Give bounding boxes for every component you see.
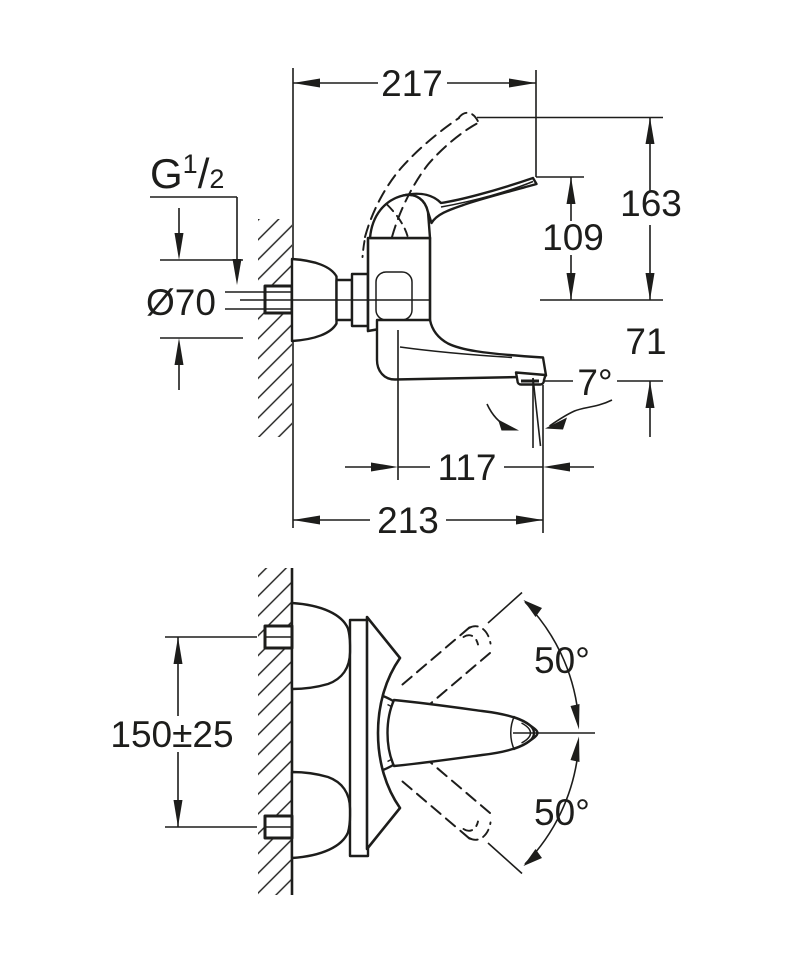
dim-label-thread: G1/2 bbox=[150, 149, 224, 197]
dim-217: 217 bbox=[293, 63, 537, 177]
wall-plan bbox=[258, 568, 294, 895]
dim-label-217: 217 bbox=[381, 63, 443, 104]
plan-view: 50° 50° 150±25 bbox=[110, 568, 595, 895]
swivel-dimension: 50° 50° bbox=[487, 591, 590, 875]
dim-163: 163 bbox=[477, 116, 682, 300]
side-view: 217 163 109 71 bbox=[146, 63, 682, 541]
dim-label-7deg: 7° bbox=[577, 362, 612, 403]
dim-label-109: 109 bbox=[542, 217, 604, 258]
dim-7deg: 7° bbox=[486, 362, 663, 448]
dim-213: 213 bbox=[293, 500, 543, 541]
spout-plan-solid bbox=[386, 698, 539, 768]
spout-outline bbox=[375, 318, 548, 381]
faucet-body-plan bbox=[263, 601, 416, 860]
dim-label-117: 117 bbox=[438, 447, 497, 488]
escutcheon-bottom bbox=[290, 770, 352, 860]
dim-117: 117 bbox=[345, 330, 594, 533]
spout-highlight-line bbox=[399, 346, 513, 359]
dim-label-50deg-upper: 50° bbox=[534, 640, 590, 681]
dim-label-163: 163 bbox=[620, 183, 682, 224]
dim-label-213: 213 bbox=[377, 500, 439, 541]
handle-solid bbox=[401, 176, 538, 225]
mixer-body bbox=[366, 236, 432, 333]
body-plan-outline bbox=[365, 615, 402, 851]
aerator bbox=[514, 371, 547, 386]
dim-label-50deg-lower: 50° bbox=[534, 792, 590, 833]
dim-label-diameter70: Ø70 bbox=[146, 282, 216, 323]
spout-dashed-upper bbox=[401, 625, 492, 711]
spout-tip-divider bbox=[510, 715, 516, 751]
dim-label-150: 150±25 bbox=[110, 714, 233, 755]
wall-hatch-plan bbox=[258, 568, 292, 895]
dim-label-71: 71 bbox=[625, 321, 666, 362]
handle-raised-dashed bbox=[361, 111, 480, 258]
wall-hatch bbox=[258, 219, 292, 437]
dim-diameter-70: Ø70 bbox=[146, 208, 243, 390]
dim-109: 109 bbox=[536, 176, 604, 300]
spout-dashed-lower bbox=[401, 755, 492, 841]
spout bbox=[375, 318, 548, 386]
mounting-plate bbox=[348, 618, 370, 858]
dim-71: 71 bbox=[625, 321, 667, 437]
escutcheon-top bbox=[290, 601, 352, 691]
wall bbox=[258, 68, 294, 528]
dim-150: 150±25 bbox=[110, 636, 257, 828]
lever-inner-line bbox=[440, 180, 534, 208]
thread-label: G1/2 bbox=[150, 149, 242, 285]
